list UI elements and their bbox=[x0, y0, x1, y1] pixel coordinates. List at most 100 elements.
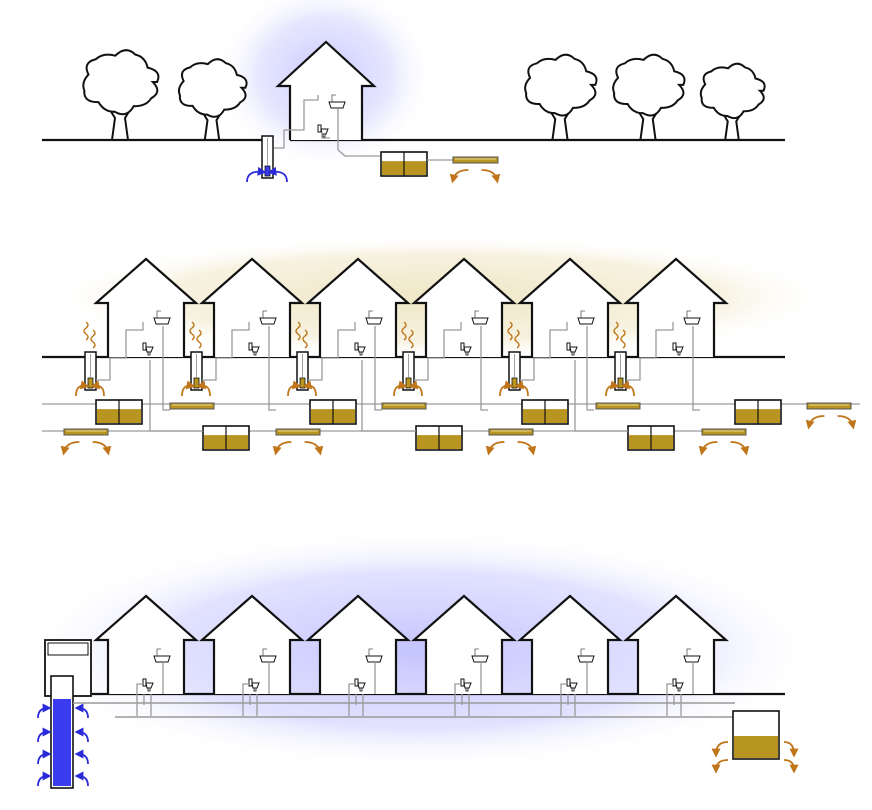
bathtub-icon bbox=[683, 310, 701, 325]
leach-field bbox=[63, 428, 109, 436]
odor-icon bbox=[401, 321, 414, 349]
house-outline bbox=[199, 257, 305, 357]
septic-tank bbox=[309, 399, 357, 425]
septic-tank bbox=[415, 425, 463, 451]
supply-pipe bbox=[520, 322, 568, 381]
well-icon bbox=[84, 351, 97, 391]
tower-roof bbox=[47, 642, 89, 656]
bathtub-icon bbox=[577, 648, 595, 663]
arrow-right bbox=[92, 441, 112, 456]
leach-field bbox=[806, 402, 852, 410]
house bbox=[305, 594, 411, 694]
seepage-arrows bbox=[60, 441, 112, 456]
odor-icon bbox=[295, 321, 308, 349]
bathtub-icon bbox=[471, 648, 489, 663]
arrow-right bbox=[302, 380, 317, 397]
shower-pipe bbox=[156, 648, 161, 656]
house-outline bbox=[199, 594, 305, 694]
toilet-bowl bbox=[675, 682, 684, 689]
arrow-left bbox=[805, 415, 825, 430]
toilet-bowl bbox=[463, 682, 472, 689]
house-unit bbox=[93, 594, 199, 716]
arrow-left bbox=[272, 441, 292, 456]
leach-bed bbox=[169, 402, 215, 410]
bathtub-body bbox=[577, 655, 595, 663]
septic-tank bbox=[202, 425, 250, 451]
supply-pipe bbox=[242, 683, 249, 694]
supply-pipe bbox=[560, 683, 567, 694]
tree-icon bbox=[699, 62, 766, 141]
toilet-icon bbox=[672, 678, 684, 692]
inflow-arrows bbox=[181, 380, 211, 397]
odor-wave bbox=[507, 321, 513, 341]
house-unit bbox=[393, 257, 517, 411]
inflow-arrow bbox=[37, 703, 52, 719]
house bbox=[93, 257, 199, 357]
inflow-arrow bbox=[74, 727, 89, 743]
house bbox=[517, 594, 623, 694]
toilet-bowl bbox=[251, 346, 260, 353]
inflow-arrows bbox=[393, 380, 423, 397]
inflow-arrows bbox=[499, 380, 529, 397]
sewer-branch bbox=[574, 360, 628, 432]
sewer-pipe bbox=[337, 109, 380, 157]
sewer-pipe bbox=[586, 326, 594, 411]
odor-wave bbox=[514, 329, 520, 349]
toilet-base bbox=[677, 351, 681, 356]
bathtub-icon bbox=[577, 310, 595, 325]
odor-wave bbox=[620, 329, 626, 349]
house bbox=[199, 594, 305, 694]
sewer-pipe bbox=[374, 326, 382, 411]
septic-tank bbox=[734, 399, 782, 425]
leach-field bbox=[701, 428, 747, 436]
well-water bbox=[617, 377, 624, 389]
house bbox=[517, 257, 623, 357]
well-water bbox=[87, 377, 94, 389]
arrow-left bbox=[75, 380, 90, 397]
toilet-bowl bbox=[463, 346, 472, 353]
toilet-icon bbox=[142, 342, 154, 356]
seepage-arrows bbox=[805, 415, 857, 430]
bathtub-icon bbox=[365, 648, 383, 663]
toilet-bowl bbox=[145, 346, 154, 353]
house-outline bbox=[93, 257, 199, 357]
toilet-icon bbox=[142, 678, 154, 692]
house-unit bbox=[605, 257, 729, 411]
inflow-arrows bbox=[605, 380, 635, 397]
leach-field bbox=[169, 402, 215, 410]
well-water bbox=[264, 165, 271, 177]
arrow-left bbox=[605, 380, 620, 397]
seepage-arrows bbox=[698, 441, 750, 456]
inflow-arrow bbox=[74, 703, 89, 719]
toilet-bowl bbox=[569, 682, 578, 689]
house-unit bbox=[305, 594, 411, 716]
inflow-arrow bbox=[37, 727, 52, 743]
toilet-bowl bbox=[357, 346, 366, 353]
toilet-base bbox=[465, 687, 469, 692]
well-icon bbox=[296, 351, 309, 391]
odor-icon bbox=[507, 321, 520, 349]
tree-icon bbox=[82, 49, 160, 141]
house-outline bbox=[93, 594, 199, 694]
well-icon bbox=[614, 351, 627, 391]
leach-bed bbox=[275, 428, 321, 436]
single-house-scene bbox=[42, 40, 785, 184]
tree-canopy bbox=[699, 62, 766, 120]
clean-air-glow-community bbox=[20, 530, 820, 770]
shower-pipe bbox=[686, 310, 691, 318]
odor-wave bbox=[613, 321, 619, 341]
septic-tank bbox=[521, 399, 569, 425]
toilet-base bbox=[359, 687, 363, 692]
house-unit bbox=[181, 257, 305, 411]
toilet-icon bbox=[566, 678, 578, 692]
sewer-pipe bbox=[268, 326, 276, 411]
inflow-arrows bbox=[75, 380, 105, 397]
house-unit bbox=[517, 594, 623, 716]
house-outline bbox=[305, 257, 411, 357]
toilet-icon bbox=[460, 678, 472, 692]
seepage-arrows bbox=[449, 169, 501, 184]
inflow-arrow bbox=[37, 771, 52, 787]
bathtub-body bbox=[471, 655, 489, 663]
water-tower bbox=[37, 639, 115, 789]
